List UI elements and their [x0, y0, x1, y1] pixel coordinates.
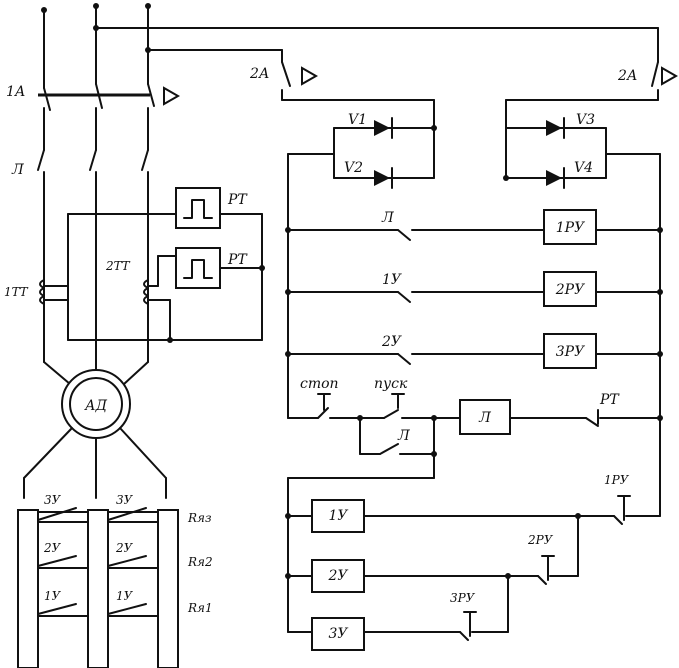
res-1u-a-label: 1У	[44, 589, 62, 603]
breaker-2a-left: 2А	[249, 61, 435, 129]
coil-l-label: Л	[478, 410, 491, 426]
diode-bridge: V1 V2 V3 V4	[333, 112, 607, 189]
res-3u-a-label: 3У	[44, 493, 62, 507]
relay-3ru-label: 3РУ	[556, 344, 585, 360]
breaker-1a: 1А	[6, 83, 181, 151]
rung-3ru: 2У 3РУ	[287, 333, 661, 369]
rt-top-label: РТ	[227, 192, 248, 208]
breaker-1a-label: 1А	[6, 84, 26, 100]
rung-l: стоп пуск Л Л РТ	[287, 376, 661, 479]
contact-2u-label: 2У	[381, 334, 402, 350]
contact-rt-label: РТ	[599, 392, 620, 408]
v4-label: V4	[574, 160, 593, 176]
breaker-2a-right-label: 2А	[617, 68, 638, 84]
relay-2ru-label: 2РУ	[555, 282, 585, 298]
contact-3ru-label: 3РУ	[450, 591, 476, 605]
rung-accel: 1РУ 2РУ 3РУ 1У 2У 3У	[285, 473, 661, 651]
res-3u-b-label: 3У	[116, 493, 134, 507]
coil-3u-label: 3У	[328, 626, 348, 642]
res-1u-b-label: 1У	[116, 589, 134, 603]
btn-start-label: пуск	[374, 376, 408, 392]
coil-2u-label: 2У	[327, 568, 348, 584]
dc-buses	[285, 153, 663, 499]
v3-label: V3	[576, 112, 595, 128]
contact-l-label: Л	[381, 210, 394, 226]
relay-1ru-label: 1РУ	[556, 220, 585, 236]
motor-ad: АД	[23, 339, 167, 499]
btn-stop-label: стоп	[300, 376, 339, 392]
tt1-label: 1ТТ	[4, 285, 29, 299]
rung-2ru: 1У 2РУ	[287, 271, 661, 307]
breaker-2a-left-label: 2А	[249, 66, 270, 82]
coil-1u-label: 1У	[328, 508, 348, 524]
r-ya3-label: Rяз	[187, 511, 212, 525]
r-ya2-label: Rя2	[187, 555, 213, 569]
contact-1ru-label: 1РУ	[604, 473, 630, 487]
v1-label: V1	[348, 112, 367, 128]
contactor-l-label: Л	[11, 162, 24, 178]
motor-label: АД	[84, 398, 108, 414]
contact-2ru-label: 2РУ	[527, 533, 554, 547]
res-2u-a-label: 2У	[43, 541, 62, 555]
rung-1ru: Л 1РУ	[287, 209, 661, 245]
rt-bottom-label: РТ	[227, 252, 248, 268]
current-transformers: 1ТТ 2ТТ	[4, 213, 265, 343]
rotor-resistors: 3У 3У 2У 2У 1У 1У Rяз Rя2 Rя1	[17, 493, 213, 668]
rt-relay-top: РТ	[175, 187, 263, 229]
contactor-l-main: Л	[11, 149, 149, 361]
res-2u-b-label: 2У	[115, 541, 134, 555]
r-ya1-label: Rя1	[187, 601, 213, 615]
tt2-label: 2ТТ	[105, 259, 131, 273]
hold-l-label: Л	[397, 428, 410, 444]
supply-phases	[41, 3, 659, 89]
rt-relay-bottom: РТ	[175, 247, 263, 289]
v2-label: V2	[344, 160, 363, 176]
contact-1u-label: 1У	[382, 272, 402, 288]
